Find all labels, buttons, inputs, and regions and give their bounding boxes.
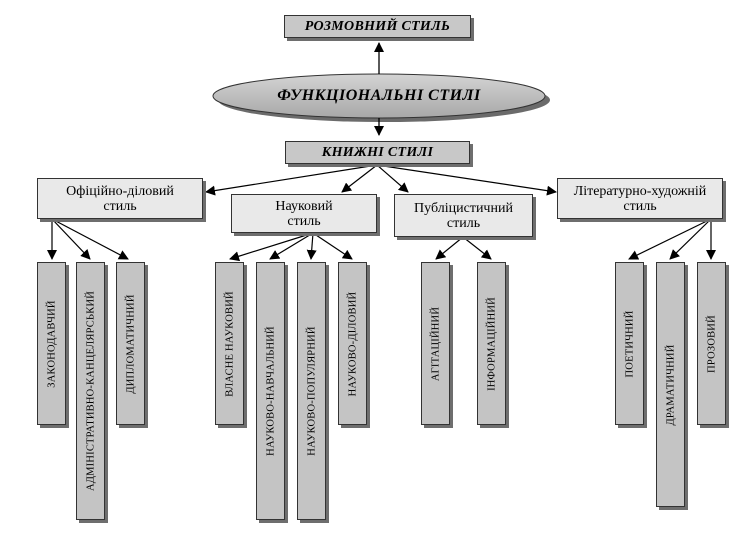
arrow-to-proper-scientific <box>229 232 314 262</box>
substyle-poetic: ПОЕТИЧНИЙ <box>615 262 644 425</box>
substyle-label: ЗАКОНОДАВЧИЙ <box>46 299 57 388</box>
substyle-administrative: АДМІНІСТРАТИВНО-КАНЦЕЛЯРСЬКИЙ <box>76 262 105 520</box>
substyle-label: НАУКОВО-ДІЛОВИЙ <box>347 291 358 396</box>
substyle-educational: НАУКОВО-НАВЧАЛЬНИЙ <box>256 262 285 520</box>
functional-styles-title: ФУНКЦІОНАЛЬНІ СТИЛІ <box>277 87 481 104</box>
category-scientific: Науковий стиль <box>231 194 377 233</box>
substyle-label: ІНФОРМАЦІЙНИЙ <box>486 296 497 391</box>
arrow-to-poetic <box>628 218 712 260</box>
substyle-business-scientific: НАУКОВО-ДІЛОВИЙ <box>338 262 367 425</box>
arrow-to-literary <box>376 164 557 196</box>
arrow-to-informational <box>462 236 492 260</box>
substyle-prose: ПРОЗОВИЙ <box>697 262 726 425</box>
bookish-styles-box: КНИЖНІ СТИЛІ <box>285 141 470 164</box>
category-literary-artistic: Літературно-художній стиль <box>557 178 723 219</box>
arrow-to-diplomatic <box>51 218 129 260</box>
arrow-to-dramatic <box>669 218 712 260</box>
arrow-to-administrative <box>51 218 91 260</box>
arrow-to-agitational <box>435 236 464 260</box>
substyle-label: ДИПЛОМАТИЧНИЙ <box>125 293 136 394</box>
substyle-popular: НАУКОВО-ПОПУЛЯРНИЙ <box>297 262 326 520</box>
substyle-diplomatic: ДИПЛОМАТИЧНИЙ <box>116 262 145 425</box>
substyle-label: НАУКОВО-НАВЧАЛЬНИЙ <box>265 326 276 456</box>
category-official-business: Офіційно-діловий стиль <box>37 178 203 219</box>
arrow-to-business-scientific <box>312 232 353 260</box>
substyle-label: НАУКОВО-ПОПУЛЯРНИЙ <box>306 326 317 456</box>
substyle-dramatic: ДРАМАТИЧНИЙ <box>656 262 685 507</box>
arrow-to-publicistic <box>376 164 409 193</box>
arrow-to-popular <box>306 232 317 260</box>
substyle-label: АГІТАЦІЙНИЙ <box>430 306 441 381</box>
substyle-label: ПРОЗОВИЙ <box>706 314 717 373</box>
conversational-style-box: РОЗМОВНИЙ СТИЛЬ <box>284 15 471 38</box>
substyle-label: ПОЕТИЧНИЙ <box>624 310 635 377</box>
category-publicistic: Публіцистичний стиль <box>394 194 533 237</box>
substyle-informational: ІНФОРМАЦІЙНИЙ <box>477 262 506 425</box>
arrow-to-educational <box>269 232 314 260</box>
arrow-to-scientific <box>341 164 378 193</box>
substyle-legislative: ЗАКОНОДАВЧИЙ <box>37 262 66 425</box>
substyle-label: АДМІНІСТРАТИВНО-КАНЦЕЛЯРСЬКИЙ <box>85 290 96 492</box>
substyle-label: ВЛАСНЕ НАУКОВИЙ <box>224 290 235 397</box>
arrow-to-official <box>205 164 378 196</box>
substyle-label: ДРАМАТИЧНИЙ <box>665 343 676 426</box>
substyle-proper-scientific: ВЛАСНЕ НАУКОВИЙ <box>215 262 244 425</box>
substyle-agitational: АГІТАЦІЙНИЙ <box>421 262 450 425</box>
